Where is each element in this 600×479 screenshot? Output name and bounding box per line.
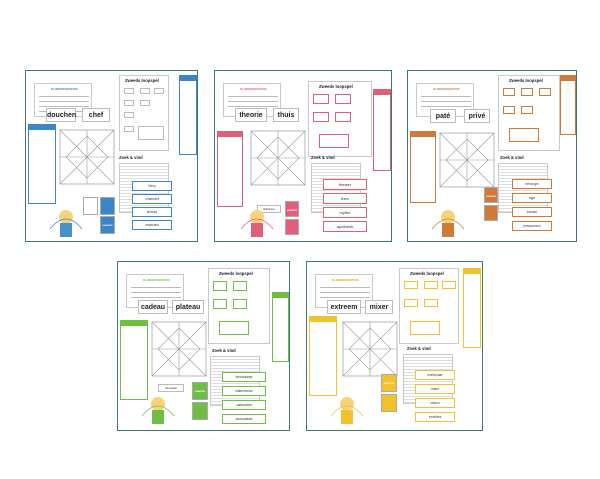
word-card-1: cadeau [138,300,168,314]
mascot-illustration [240,210,274,237]
bottom-word-4: jerseyvrouw [512,221,552,231]
cootie-catcher-diagram [59,129,115,185]
bottom-word-2: thee [323,193,367,204]
word-card-2: thuis [273,108,299,122]
bottom-word-3: cadeaubon [222,400,266,410]
bottom-word-4: apotheek [323,221,367,232]
header-title: KLINKERSMATRIX [240,87,267,91]
bottom-word-1: theater [323,179,367,190]
bottom-word-3: mythe [323,207,367,218]
word-1: cadeau [140,304,166,311]
wordsearch-sheet: Zweeds loopspel [208,268,270,344]
bottom-word-2: waterniveau [222,386,266,396]
product-panel-4: KLINKERSMATRIX cadeau plateau Zweeds loo… [117,261,290,431]
zoek-title: Zoek & vind [311,155,335,160]
zoek-title: Zoek & vind [407,346,431,351]
right-column-1 [463,268,481,348]
card-cover-2 [192,402,208,420]
wordsearch-title: Zweeds loopspel [319,84,353,89]
right-column-1 [560,75,576,135]
bottom-word-3: écossé [512,207,552,217]
card-cover-1: KAARTEN [100,216,115,234]
bottom-word-2: logé [512,193,552,203]
bottom-word-1: tréma gel [512,179,552,189]
wordsearch-title: Zweeds loopspel [410,271,444,276]
word-card-1: paté [430,109,456,123]
word-2: mixer [369,304,389,311]
card-cover-2 [100,197,115,215]
product-panel-2: KLINKERSMATRIX theorie thuis Zweeds loop… [214,70,392,242]
left-column-1 [410,131,436,203]
card-cover-2 [484,205,498,221]
header-title: KLINKERSMATRIX [433,87,460,91]
right-column-1 [272,292,289,362]
zoek-title: Zoek & vind [500,155,524,160]
bottom-word-1: Dirny [132,181,172,191]
word-2: plateau [175,304,201,311]
header-title: KLINKERSMATRIX [143,278,170,282]
bottom-word-2: exact [415,384,455,394]
card-cover-1: KAARTEN [285,201,299,217]
mascot-illustration [49,210,83,237]
word-card-2: plateau [172,300,204,314]
word-1: extreem [330,304,358,311]
word-card-2: chef [82,108,110,122]
right-column-1 [179,75,197,155]
wordsearch-sheet: Zweeds loopspel [308,81,372,157]
card-blank [83,197,98,215]
mascot-illustration [141,397,175,424]
wordsearch-title: Zweeds loopspel [219,271,253,276]
word-card-1: theorie [235,108,267,122]
word-card-2: mixer [365,300,393,314]
bottom-word-4: machinist [132,220,172,230]
mascot-illustration [431,210,465,237]
card-cover-1: KAARTEN [381,374,397,392]
header-title: KLINKERSMATRIX [51,87,78,91]
wordsearch-sheet: Zweeds loopspel [119,75,169,151]
cootie-catcher-diagram [439,132,495,188]
card-cover-1: KAARTEN [484,187,498,203]
word-1: paté [435,113,451,120]
card-cover-1: KAARTEN [192,382,208,400]
bottom-word-2: charmant [132,194,172,204]
word-card-2: privé [464,109,490,123]
word-card-1: douchen [46,108,76,122]
word-1: theorie [239,112,263,119]
right-column-1 [373,89,391,171]
card-cover-2 [381,394,397,412]
bottom-word-1: bureaulamp [222,372,266,382]
bottom-word-1: exemplaar [415,370,455,380]
product-panel-5: KLINKERSMATRIX extreem mixer Zweeds loop… [306,261,483,431]
bottom-word-4: bureaustoel [222,414,266,424]
left-column-1 [309,316,337,396]
wordsearch-title: Zweeds loopspel [509,78,543,83]
wordsearch-title: Zweeds loopspel [125,78,159,83]
wordsearch-sheet: Zweeds loopspel [399,268,459,344]
word-2: privé [468,113,486,120]
cootie-catcher-diagram [151,321,207,377]
word-1: douchen [47,112,77,119]
zoek-title: Zoek & vind [119,155,143,160]
mascot-illustration [330,397,364,424]
header-title: KLINKERSMATRIX [332,278,359,282]
product-panel-1: KLINKERSMATRIX douchen chef Zweeds loops… [25,70,198,242]
word-2: thuis [277,112,295,119]
word-2: chef [88,112,104,119]
bottom-word-4: excellent [415,412,455,422]
wordsearch-sheet: Zweeds loopspel [498,75,560,151]
left-column-1 [28,124,56,204]
bottom-word-3: claxon [415,398,455,408]
cootie-catcher-diagram [250,130,306,186]
product-panel-3: KLINKERSMATRIX paté privé Zweeds loopspe… [407,70,577,242]
left-column-1 [217,131,243,207]
extra-label: bureaulade [158,384,184,392]
cootie-catcher-diagram [342,321,398,377]
left-column-1 [120,320,148,400]
word-card-1: extreem [327,300,361,314]
bottom-word-3: shirney [132,207,172,217]
extra-label: bibliotheek [257,205,281,213]
zoek-title: Zoek & vind [212,348,236,353]
card-cover-2 [285,219,299,235]
